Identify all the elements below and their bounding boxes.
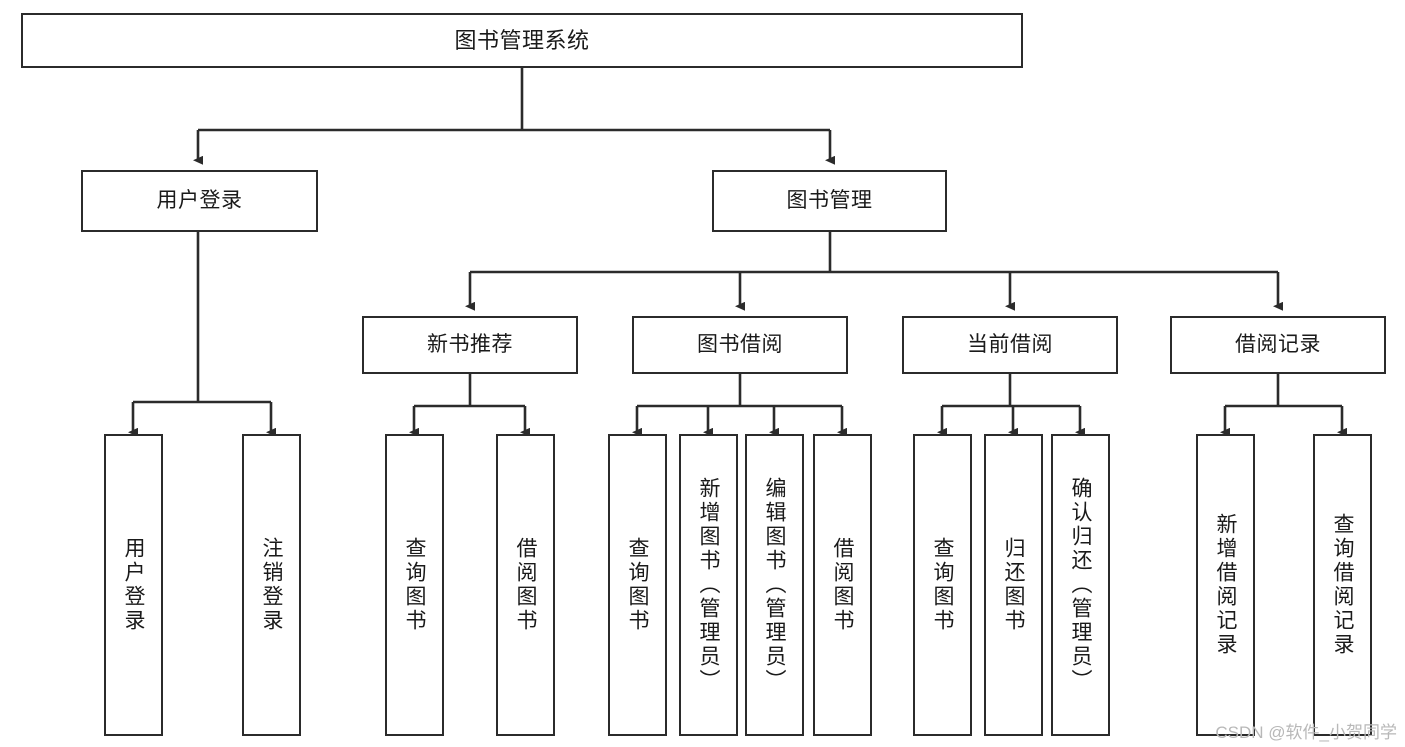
leaf-user-login-signin[interactable]: 用户登录 bbox=[104, 434, 163, 736]
watermark-text: CSDN @软件_小贺同学 bbox=[1215, 723, 1397, 742]
leaf-new-book-query[interactable]: 查询图书 bbox=[385, 434, 444, 736]
node-root-system[interactable]: 图书管理系统 bbox=[21, 13, 1023, 68]
node-label: 借阅记录 bbox=[1235, 332, 1321, 356]
node-label: 当前借阅 bbox=[967, 332, 1053, 356]
node-label: 用户登录 bbox=[122, 537, 145, 633]
node-label: 用户登录 bbox=[156, 188, 243, 212]
node-label: 借阅图书 bbox=[831, 537, 854, 633]
leaf-book-borrow-edit[interactable]: 编辑图书（管理员） bbox=[745, 434, 804, 736]
node-label: 图书管理系统 bbox=[454, 27, 590, 53]
node-label: 新书推荐 bbox=[427, 332, 513, 356]
leaf-user-login-signout[interactable]: 注销登录 bbox=[242, 434, 301, 736]
leaf-book-borrow-query[interactable]: 查询图书 bbox=[608, 434, 667, 736]
node-label: 查询借阅记录 bbox=[1331, 513, 1354, 657]
leaf-book-borrow-lend[interactable]: 借阅图书 bbox=[813, 434, 872, 736]
node-label: 借阅图书 bbox=[514, 537, 537, 633]
node-label: 查询图书 bbox=[931, 537, 954, 633]
leaf-book-borrow-add[interactable]: 新增图书（管理员） bbox=[679, 434, 738, 736]
node-label: 查询图书 bbox=[403, 537, 426, 633]
node-current-borrow[interactable]: 当前借阅 bbox=[902, 316, 1118, 374]
leaf-current-borrow-query[interactable]: 查询图书 bbox=[913, 434, 972, 736]
node-label: 图书管理 bbox=[786, 188, 873, 212]
node-label: 新增借阅记录 bbox=[1214, 513, 1237, 657]
node-label: 新增图书（管理员） bbox=[697, 477, 720, 693]
node-book-borrow[interactable]: 图书借阅 bbox=[632, 316, 848, 374]
node-book-management[interactable]: 图书管理 bbox=[712, 170, 947, 232]
node-label: 注销登录 bbox=[260, 537, 283, 633]
node-label: 查询图书 bbox=[626, 537, 649, 633]
leaf-borrow-record-add[interactable]: 新增借阅记录 bbox=[1196, 434, 1255, 736]
leaf-current-borrow-return[interactable]: 归还图书 bbox=[984, 434, 1043, 736]
leaf-borrow-record-query[interactable]: 查询借阅记录 bbox=[1313, 434, 1372, 736]
node-borrow-record[interactable]: 借阅记录 bbox=[1170, 316, 1386, 374]
leaf-new-book-borrow[interactable]: 借阅图书 bbox=[496, 434, 555, 736]
node-label: 编辑图书（管理员） bbox=[763, 477, 786, 693]
node-label: 归还图书 bbox=[1002, 537, 1025, 633]
node-new-book-recommend[interactable]: 新书推荐 bbox=[362, 316, 578, 374]
node-label: 确认归还（管理员） bbox=[1069, 477, 1092, 693]
node-user-login[interactable]: 用户登录 bbox=[81, 170, 318, 232]
leaf-current-borrow-confirm-return[interactable]: 确认归还（管理员） bbox=[1051, 434, 1110, 736]
node-label: 图书借阅 bbox=[697, 332, 783, 356]
